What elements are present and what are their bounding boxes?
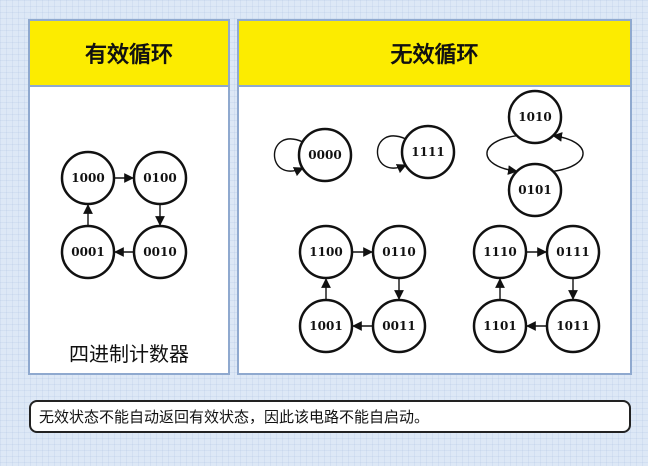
state-node-1101: 1101 <box>472 298 528 354</box>
state-node-0101: 0101 <box>507 162 563 218</box>
state-label: 0000 <box>308 148 341 162</box>
state-label: 1101 <box>483 319 516 333</box>
state-label: 1010 <box>518 110 551 124</box>
state-circle <box>545 298 601 354</box>
state-circle <box>297 127 353 183</box>
valid-cycle-panel: 有效循环 <box>28 19 230 375</box>
state-circle <box>371 224 427 280</box>
state-label: 0100 <box>143 171 176 185</box>
state-label: 0110 <box>382 245 415 259</box>
state-circle <box>545 224 601 280</box>
state-label: 1001 <box>309 319 342 333</box>
state-node-0010: 0010 <box>132 224 188 280</box>
conclusion-note: 无效状态不能自动返回有效状态，因此该电路不能自启动。 <box>29 400 631 433</box>
state-node-1111: 1111 <box>400 124 456 180</box>
state-label: 0001 <box>71 245 104 259</box>
invalid-cycle-header: 无效循环 <box>239 21 630 87</box>
state-label: 1100 <box>309 245 342 259</box>
state-circle <box>132 150 188 206</box>
state-circle <box>60 224 116 280</box>
state-circle <box>400 124 456 180</box>
state-node-1000: 1000 <box>60 150 116 206</box>
valid-cycle-title: 有效循环 <box>84 43 173 68</box>
state-label: 0101 <box>518 183 551 197</box>
state-circle <box>507 89 563 145</box>
state-label: 1111 <box>411 145 444 159</box>
state-node-0000: 0000 <box>297 127 353 183</box>
state-node-1011: 1011 <box>545 298 601 354</box>
transition-arrow-0101-1010 <box>552 132 584 172</box>
state-node-1100: 1100 <box>298 224 354 280</box>
state-node-1010: 1010 <box>507 89 563 145</box>
state-circle <box>472 298 528 354</box>
state-node-0001: 0001 <box>60 224 116 280</box>
state-label: 1011 <box>556 319 589 333</box>
invalid-cycle-title: 无效循环 <box>390 43 479 68</box>
state-node-1110: 1110 <box>472 224 528 280</box>
state-label: 0111 <box>556 245 589 259</box>
state-circle <box>472 224 528 280</box>
state-node-0110: 0110 <box>371 224 427 280</box>
state-node-0100: 0100 <box>132 150 188 206</box>
state-circle <box>60 150 116 206</box>
state-label: 1110 <box>483 245 516 259</box>
self-loop-1111 <box>376 135 407 174</box>
state-node-0111: 0111 <box>545 224 601 280</box>
state-circle <box>298 224 354 280</box>
self-loop-0000 <box>273 138 304 177</box>
transition-arrow-1010-0101 <box>486 135 518 175</box>
state-circle <box>371 298 427 354</box>
state-node-1001: 1001 <box>298 298 354 354</box>
state-label: 1000 <box>71 171 104 185</box>
state-circle <box>298 298 354 354</box>
state-label: 0010 <box>143 245 176 259</box>
counter-caption: 四进制计数器 <box>69 342 189 366</box>
valid-cycle-header: 有效循环 <box>30 21 228 87</box>
state-node-0011: 0011 <box>371 298 427 354</box>
state-circle <box>132 224 188 280</box>
state-label: 0011 <box>382 319 415 333</box>
state-diagram: 1000 0100 0010 0001 0000 1111 1010 0101 1100 0110… <box>60 89 601 354</box>
conclusion-text: 无效状态不能自动返回有效状态，因此该电路不能自启动。 <box>39 408 430 426</box>
state-circle <box>507 162 563 218</box>
